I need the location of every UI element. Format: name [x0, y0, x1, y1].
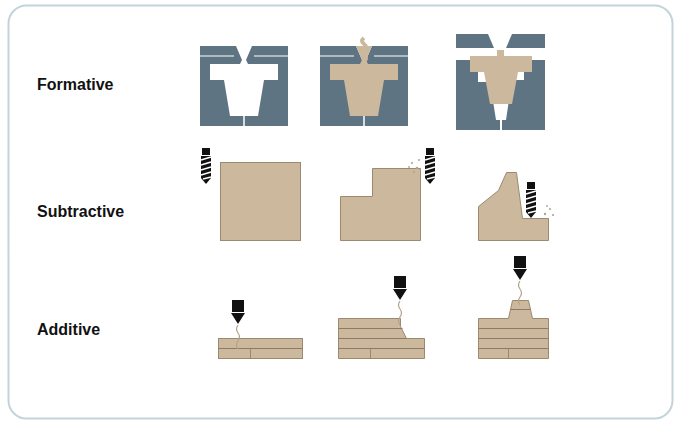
print-nozzle: [393, 276, 407, 325]
filling-mold: [320, 38, 408, 126]
opened-mold: [456, 34, 545, 130]
layers-start: [219, 339, 303, 359]
layers-middle: [339, 319, 425, 359]
drill-bit: [425, 148, 435, 184]
panel-frame: [9, 6, 673, 419]
chips: [408, 159, 420, 173]
layers-finished: [479, 301, 549, 359]
partly-cut-block: [341, 169, 421, 241]
row-label: Subtractive: [37, 203, 124, 221]
print-nozzle: [513, 256, 527, 305]
chips: [544, 205, 554, 216]
row-label: Formative: [37, 76, 113, 94]
print-nozzle: [231, 300, 245, 349]
finished-part: [479, 173, 549, 241]
raw-block: [221, 163, 301, 241]
row-label: Additive: [37, 321, 100, 339]
empty-mold: [200, 46, 288, 126]
drill-bit: [526, 182, 536, 218]
drill-bit: [201, 148, 211, 184]
